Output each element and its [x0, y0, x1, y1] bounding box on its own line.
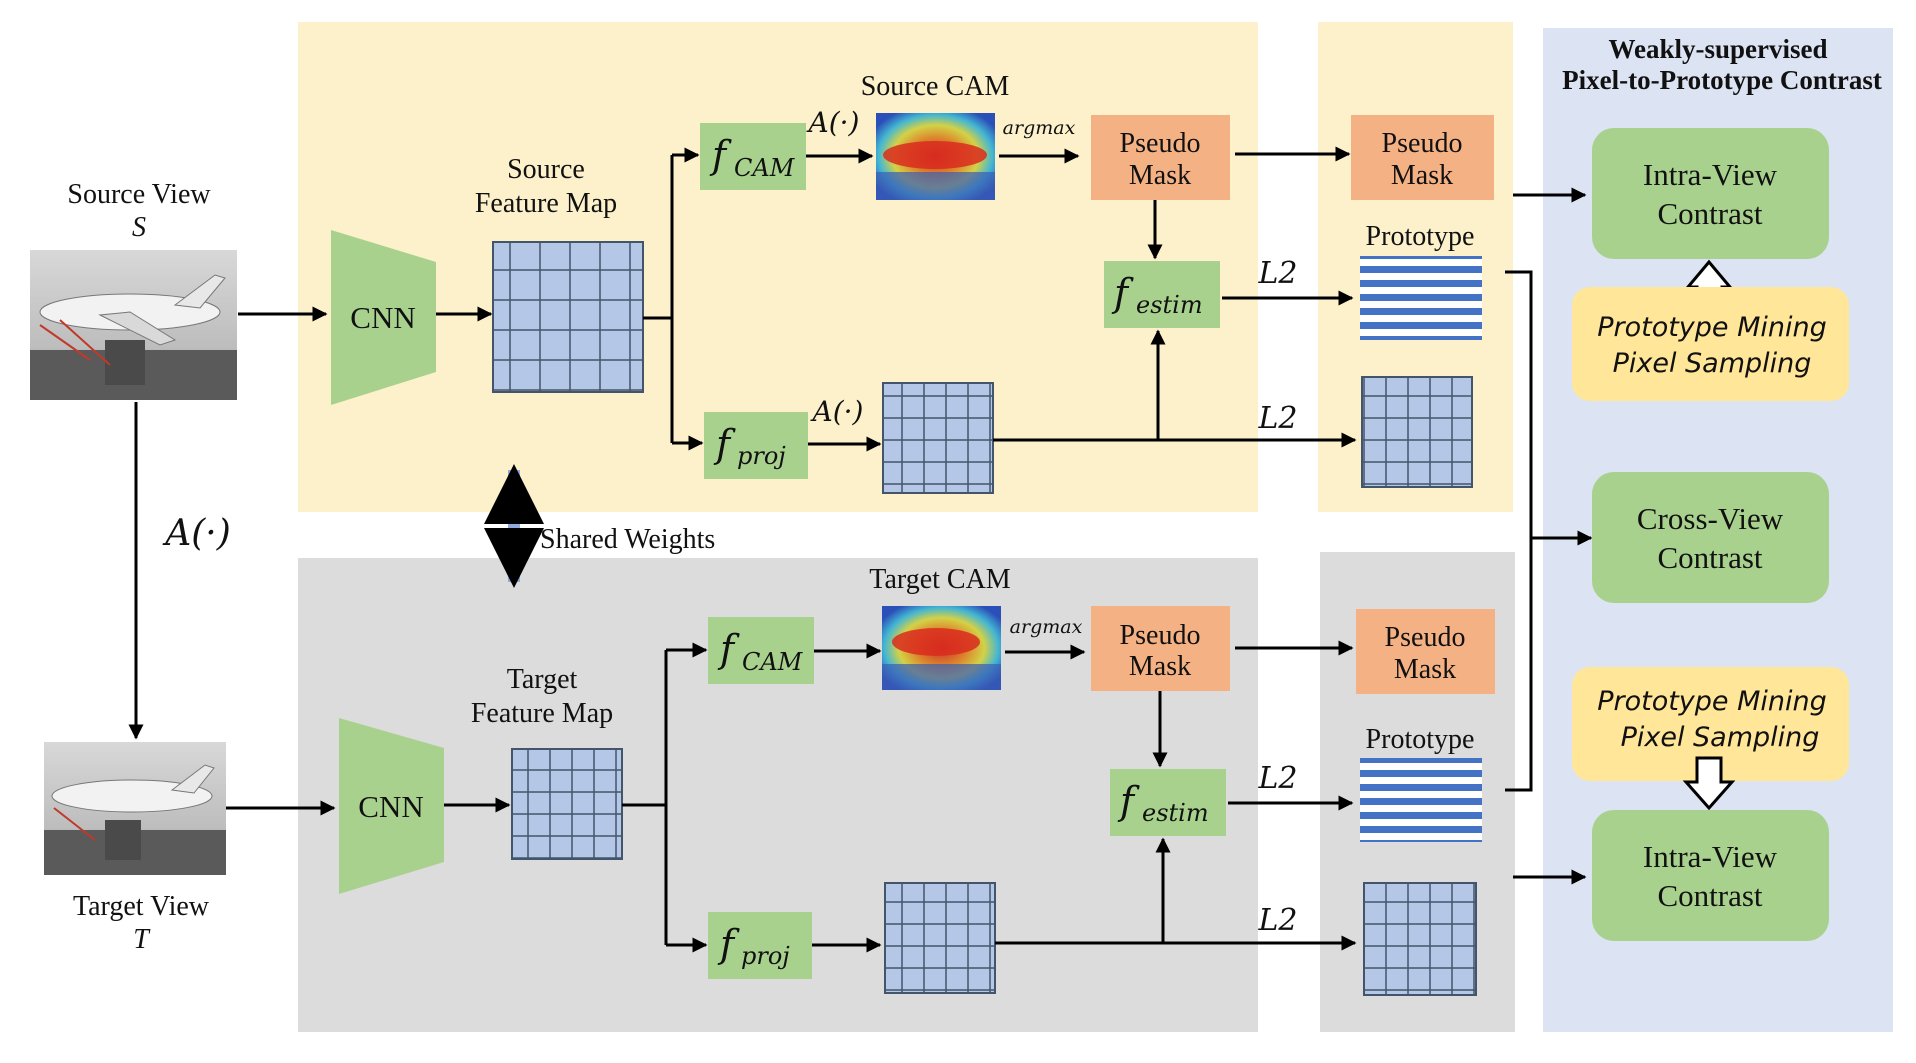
target-feature-map	[511, 748, 623, 860]
target-feature-map-label-2: Feature Map	[471, 698, 613, 729]
prototype-mining-bottom-label-2: Pixel Sampling	[1621, 722, 1820, 753]
target-output-mask-label-2: Mask	[1394, 654, 1456, 685]
target-output-mask	[1356, 609, 1495, 694]
source-cnn	[331, 230, 436, 405]
source-l2-grid: L2	[1257, 401, 1297, 436]
source-feature-map-label-1: Source	[507, 154, 585, 185]
source-festim-sub: estim	[1136, 291, 1203, 319]
target-view-image	[44, 742, 226, 875]
target-fproj-box	[708, 912, 812, 979]
source-argmax-label: argmax	[1003, 117, 1076, 139]
target-cnn-label: CNN	[358, 789, 423, 824]
source-cam-label: Source CAM	[861, 71, 1010, 102]
source-split	[643, 155, 674, 443]
target-cnn	[339, 718, 444, 894]
source-proj-augment-label: A(·)	[810, 395, 864, 428]
target-argmax-label: argmax	[1010, 616, 1083, 638]
prototype-mining-bottom-label-1: Prototype Mining	[1597, 686, 1827, 717]
intra-view-bottom-label-2: Contrast	[1657, 878, 1762, 913]
target-cam-heatmap	[882, 606, 1001, 690]
source-output-grid	[1361, 376, 1473, 488]
source-fproj-box	[704, 412, 808, 479]
intra-view-contrast-top	[1592, 128, 1829, 259]
source-cnn-label: CNN	[350, 300, 415, 335]
target-fcam-sub: CAM	[742, 648, 804, 676]
source-cam-augment-label: A(·)	[806, 106, 860, 139]
prototype-mining-bottom	[1572, 667, 1849, 781]
source-output-mask	[1351, 115, 1494, 200]
source-pseudo-mask-label-1: Pseudo	[1120, 128, 1201, 159]
source-fcam-sub: CAM	[734, 154, 796, 182]
source-proj-grid	[882, 382, 994, 494]
target-fproj-sub: proj	[741, 942, 790, 970]
source-fproj-sub: proj	[737, 442, 786, 470]
source-prototype-label: Prototype	[1366, 221, 1475, 252]
source-pseudo-mask	[1091, 115, 1230, 200]
target-output-mask-label-1: Pseudo	[1385, 622, 1466, 653]
augment-label: A(·)	[162, 513, 231, 554]
cross-view-contrast	[1592, 472, 1829, 603]
source-view-label: Source View	[67, 179, 211, 210]
panel-title-2: Pixel-to-Prototype Contrast	[1562, 65, 1882, 95]
target-feature-map-label-1: Target	[507, 664, 578, 695]
cross-view-label-1: Cross-View	[1637, 501, 1784, 536]
mining-down-arrow	[1682, 756, 1736, 811]
prototype-bracket	[1505, 270, 1533, 792]
target-prototype-stripes	[1360, 758, 1482, 842]
shared-weights-label: Shared Weights	[540, 524, 715, 555]
source-fcam-box	[700, 123, 806, 190]
source-l2-prototype: L2	[1257, 256, 1297, 291]
source-feature-map-label-2: Feature Map	[475, 188, 617, 219]
target-proj-grid	[884, 882, 996, 994]
target-festim-box	[1110, 769, 1226, 836]
source-view-image	[30, 250, 237, 400]
source-output-mask-label-1: Pseudo	[1382, 128, 1463, 159]
target-view-symbol: T	[133, 924, 151, 955]
source-output-mask-label-2: Mask	[1391, 160, 1453, 191]
target-l2-prototype: L2	[1257, 761, 1297, 796]
source-feature-map	[492, 241, 644, 393]
prototype-mining-top-label-2: Pixel Sampling	[1613, 348, 1812, 379]
intra-view-contrast-bottom	[1592, 810, 1829, 941]
target-festim-sub: estim	[1142, 799, 1209, 827]
panel-title-1: Weakly-supervised	[1608, 34, 1827, 64]
prototype-mining-top	[1572, 287, 1849, 401]
source-pseudo-mask-label-2: Mask	[1129, 160, 1191, 191]
target-split	[622, 650, 668, 945]
source-cam-heatmap	[876, 113, 995, 200]
cross-view-label-2: Contrast	[1657, 540, 1762, 575]
target-pseudo-mask-label-1: Pseudo	[1120, 620, 1201, 651]
target-l2-grid: L2	[1257, 903, 1297, 938]
source-prototype-stripes	[1360, 256, 1482, 340]
target-output-grid	[1363, 882, 1477, 996]
target-view-label: Target View	[73, 891, 210, 922]
intra-view-top-label-1: Intra-View	[1643, 157, 1778, 192]
target-cam-label: Target CAM	[869, 564, 1010, 595]
target-prototype-label: Prototype	[1366, 724, 1475, 755]
target-pseudo-mask	[1091, 606, 1230, 691]
prototype-mining-top-label-1: Prototype Mining	[1597, 312, 1827, 343]
target-fcam-box	[708, 617, 814, 684]
intra-view-top-label-2: Contrast	[1657, 196, 1762, 231]
source-festim-box	[1104, 261, 1220, 328]
target-pseudo-mask-label-2: Mask	[1129, 651, 1191, 682]
intra-view-bottom-label-1: Intra-View	[1643, 839, 1778, 874]
source-view-symbol: S	[132, 212, 146, 243]
